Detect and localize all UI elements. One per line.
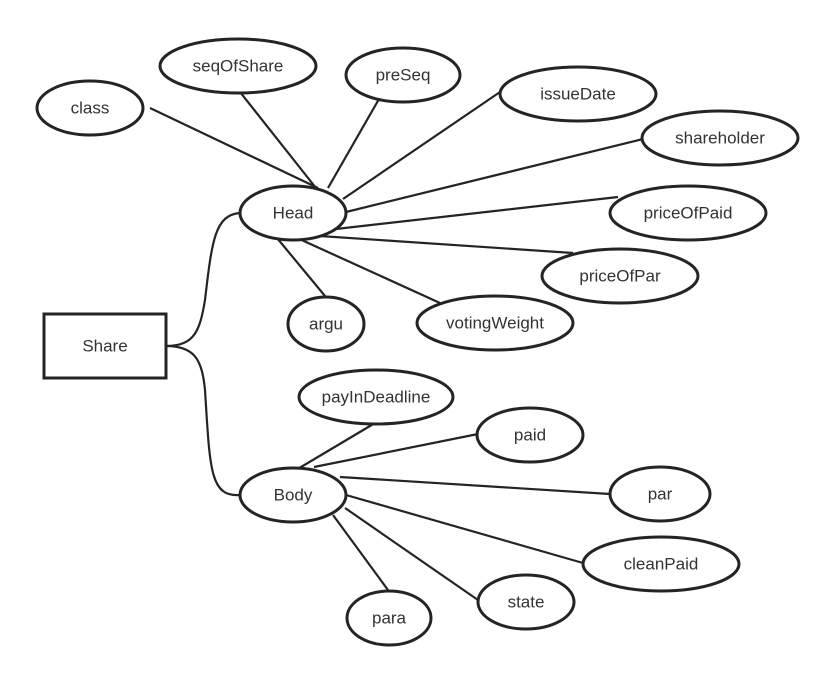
- node-paid[interactable]: paid: [475, 406, 585, 464]
- edge-head-priceOfPar: [319, 234, 574, 255]
- node-para[interactable]: para: [345, 589, 433, 647]
- node-argu[interactable]: argu: [286, 295, 366, 353]
- node-shareholder-shape: [640, 109, 800, 167]
- node-payInDeadline[interactable]: payInDeadline: [297, 368, 455, 426]
- node-share[interactable]: Share: [42, 312, 168, 380]
- edge-share-body: [165, 344, 241, 497]
- node-shareholder[interactable]: shareholder: [640, 109, 800, 167]
- node-cleanPaid-shape: [581, 535, 741, 593]
- node-cleanPaid-label: cleanPaid: [624, 555, 699, 574]
- node-body-label: Body: [274, 486, 313, 505]
- node-par-shape: [608, 465, 712, 523]
- node-para-label: para: [372, 609, 407, 628]
- node-argu-label: argu: [309, 315, 343, 334]
- node-body[interactable]: Body: [238, 466, 348, 524]
- node-paid-shape: [475, 406, 585, 464]
- edge-head-class: [149, 107, 319, 189]
- edge-body-paid: [313, 432, 479, 469]
- node-body-shape: [238, 466, 348, 524]
- edge-head-issueDate: [342, 91, 501, 200]
- edge-body-para: [332, 514, 389, 591]
- node-preSeq-shape: [344, 46, 462, 104]
- node-issueDate-shape: [498, 65, 658, 123]
- node-para-shape: [345, 589, 433, 647]
- node-priceOfPar-shape: [540, 247, 700, 305]
- node-paid-label: paid: [514, 426, 546, 445]
- node-head-label: Head: [273, 204, 314, 223]
- edge-head-shareholder: [345, 137, 644, 214]
- node-seqOfShare-label: seqOfShare: [193, 57, 284, 76]
- edge-head-votingWeight: [294, 235, 441, 305]
- edge-head-argu: [276, 237, 326, 297]
- edge-body-cleanPaid: [345, 493, 584, 565]
- node-argu-shape: [286, 295, 366, 353]
- node-issueDate-label: issueDate: [540, 85, 616, 104]
- node-priceOfPar-label: priceOfPar: [579, 267, 661, 286]
- edge-head-preSeq: [327, 98, 380, 189]
- node-class[interactable]: class: [35, 79, 145, 137]
- node-issueDate[interactable]: issueDate: [498, 65, 658, 123]
- node-seqOfShare-shape: [158, 37, 318, 95]
- edge-share-head: [165, 211, 241, 348]
- node-share-label: Share: [82, 337, 127, 356]
- node-payInDeadline-label: payInDeadline: [322, 388, 431, 407]
- node-votingWeight[interactable]: votingWeight: [415, 294, 575, 352]
- node-par[interactable]: par: [608, 465, 712, 523]
- node-votingWeight-shape: [415, 294, 575, 352]
- node-preSeq[interactable]: preSeq: [344, 46, 462, 104]
- node-priceOfPaid[interactable]: priceOfPaid: [608, 184, 768, 242]
- node-votingWeight-label: votingWeight: [446, 314, 544, 333]
- node-state[interactable]: state: [476, 573, 576, 631]
- nodes: Share Head class seqOfShare preSeq issueDate s…: [35, 37, 800, 647]
- node-share-shape: [42, 312, 168, 380]
- node-class-shape: [35, 79, 145, 137]
- edge-body-state: [344, 507, 479, 601]
- node-seqOfShare[interactable]: seqOfShare: [158, 37, 318, 95]
- edge-body-par: [339, 475, 611, 496]
- node-state-label: state: [508, 593, 545, 612]
- node-class-label: class: [71, 99, 110, 118]
- node-preSeq-label: preSeq: [376, 66, 431, 85]
- node-head[interactable]: Head: [238, 184, 348, 242]
- node-head-shape: [238, 184, 348, 242]
- edge-head-seqOfShare: [239, 91, 317, 189]
- node-priceOfPaid-label: priceOfPaid: [644, 204, 733, 223]
- node-state-shape: [476, 573, 576, 631]
- node-priceOfPaid-shape: [608, 184, 768, 242]
- node-priceOfPar[interactable]: priceOfPar: [540, 247, 700, 305]
- node-shareholder-label: shareholder: [675, 129, 765, 148]
- node-payInDeadline-shape: [297, 368, 455, 426]
- edge-body-payInDeadline: [295, 422, 376, 471]
- node-par-label: par: [648, 485, 673, 504]
- node-cleanPaid[interactable]: cleanPaid: [581, 535, 741, 593]
- edge-head-priceOfPaid: [335, 195, 619, 231]
- edges: [149, 91, 644, 601]
